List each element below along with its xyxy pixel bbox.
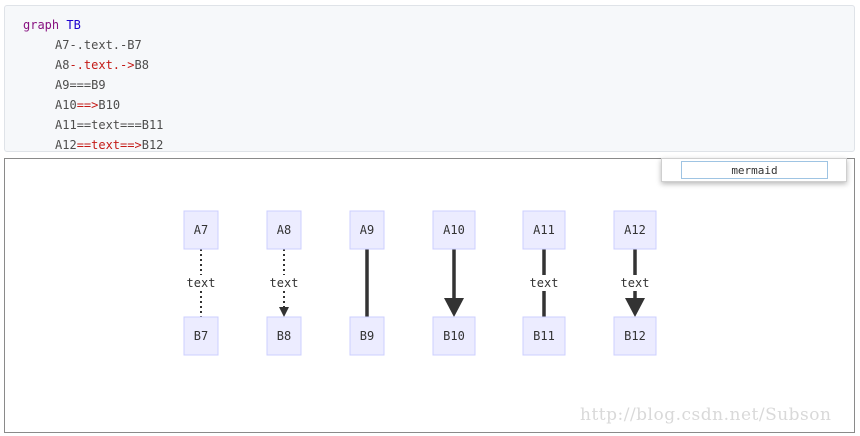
node-top-a10: A10 — [432, 210, 476, 250]
edge-label: text — [621, 276, 650, 290]
node-label: A10 — [443, 223, 465, 237]
edge-label: text — [187, 276, 216, 290]
node-label: A12 — [624, 223, 646, 237]
node-label: A9 — [360, 223, 374, 237]
watermark: http://blog.csdn.net/Subson — [580, 405, 832, 425]
edge-arrowhead — [444, 298, 464, 317]
edge-label: text — [530, 276, 559, 290]
edge-label: text — [270, 276, 299, 290]
node-label: B10 — [443, 329, 465, 343]
node-label: B8 — [277, 329, 291, 343]
code-target: B7 — [127, 38, 142, 52]
code-target: B10 — [98, 98, 121, 112]
code-line: A9===B9 — [55, 77, 106, 93]
node-bottom-b10: B10 — [432, 316, 476, 356]
node-label: A11 — [533, 223, 555, 237]
node-top-a9: A9 — [349, 210, 385, 250]
code-target: B12 — [141, 138, 164, 152]
code-target: B8 — [134, 58, 149, 72]
node-bottom-b9: B9 — [349, 316, 385, 356]
node-label: A7 — [194, 223, 208, 237]
language-selector — [661, 158, 847, 182]
code-keyword: graph — [23, 18, 60, 32]
code-operator: ==text==> — [76, 138, 142, 152]
code-line: A7-.text.-B7 — [55, 37, 142, 53]
code-block: graph TB A7-.text.-B7 A8-.text.->B8 A9==… — [4, 5, 855, 152]
language-input[interactable] — [681, 161, 828, 179]
code-direction: TB — [66, 18, 81, 32]
code-operator: -.text.- — [69, 38, 128, 52]
code-source: A8 — [55, 58, 70, 72]
node-bottom-b8: B8 — [266, 316, 302, 356]
code-source: A7 — [55, 38, 70, 52]
node-top-a11: A11 — [522, 210, 566, 250]
code-line-header: graph TB — [23, 17, 81, 33]
node-label: B12 — [624, 329, 646, 343]
code-operator: ==> — [76, 98, 99, 112]
diagram-frame — [4, 158, 855, 433]
node-bottom-b12: B12 — [613, 316, 657, 356]
code-target: B11 — [141, 118, 164, 132]
edge-arrowhead — [279, 307, 289, 317]
node-label: B9 — [360, 329, 374, 343]
code-operator: === — [69, 78, 92, 92]
code-line: A8-.text.->B8 — [55, 57, 149, 73]
code-line: A11==text===B11 — [55, 117, 163, 133]
code-line: A10==>B10 — [55, 97, 120, 113]
node-label: A8 — [277, 223, 291, 237]
code-operator: -.text.-> — [69, 58, 135, 72]
code-source: A10 — [55, 98, 77, 112]
code-source: A9 — [55, 78, 70, 92]
code-operator: ==text=== — [76, 118, 142, 132]
node-label: B7 — [194, 329, 208, 343]
code-source: A11 — [55, 118, 77, 132]
node-label: B11 — [533, 329, 555, 343]
node-bottom-b11: B11 — [522, 316, 566, 356]
node-top-a12: A12 — [613, 210, 657, 250]
node-bottom-b7: B7 — [183, 316, 219, 356]
node-top-a7: A7 — [183, 210, 219, 250]
code-line: A12==text==>B12 — [55, 137, 163, 153]
node-top-a8: A8 — [266, 210, 302, 250]
code-target: B9 — [91, 78, 106, 92]
edge-arrowhead — [625, 298, 645, 317]
code-source: A12 — [55, 138, 77, 152]
